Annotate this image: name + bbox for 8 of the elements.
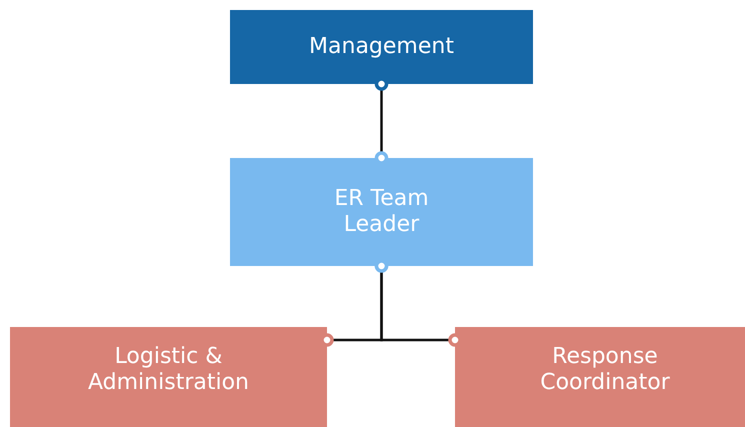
role-label: Management xyxy=(309,34,454,60)
org-box xyxy=(10,327,327,427)
role-label: Logistic & Administration xyxy=(87,344,250,396)
role-label: Response Coordinator xyxy=(539,344,671,396)
org-box xyxy=(455,327,745,427)
org-box xyxy=(230,10,533,84)
role-label: ER Team Leader xyxy=(333,186,430,238)
org-box xyxy=(230,158,533,266)
